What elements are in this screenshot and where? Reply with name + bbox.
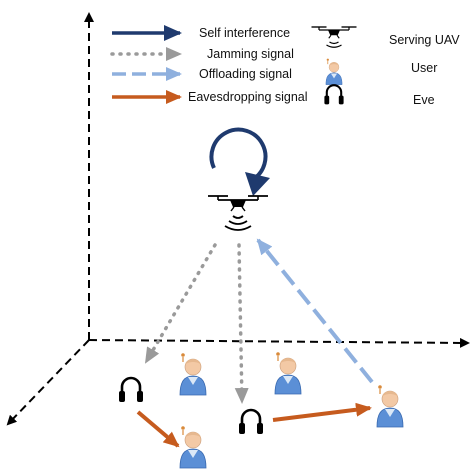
user-icon [179,425,207,469]
eavesdropping-signal-right [272,402,372,422]
serving-uav-icon [207,195,269,231]
legend: Self interference Jamming signal Offload… [110,25,460,107]
legend-label-jamming: Jamming signal [207,47,294,61]
headphones-icon [237,408,265,436]
legend-label-user: User [411,61,437,75]
headphones-icon [117,376,145,404]
self-interference-arrowhead [245,172,270,196]
legend-headphones-icon [323,84,345,106]
eavesdropping-signal-left [136,410,180,448]
legend-label-eavesdropping: Eavesdropping signal [188,90,308,104]
jamming-signal-down [234,243,249,404]
legend-label-serving-uav: Serving UAV [389,33,460,47]
user-icon [376,384,404,428]
uav-signal-waves [224,215,252,231]
legend-uav-icon [310,26,358,48]
legend-label-self-interference: Self interference [199,26,290,40]
legend-label-offloading: Offloading signal [199,67,292,81]
legend-label-eve: Eve [413,93,435,107]
user-icon [179,352,207,396]
jamming-signal-left [144,243,217,364]
legend-user-icon [325,58,343,85]
user-icon [274,351,302,395]
y-axis [6,339,90,426]
x-axis [88,337,470,348]
self-interference-loop [209,127,268,182]
offloading-signal [256,238,374,384]
